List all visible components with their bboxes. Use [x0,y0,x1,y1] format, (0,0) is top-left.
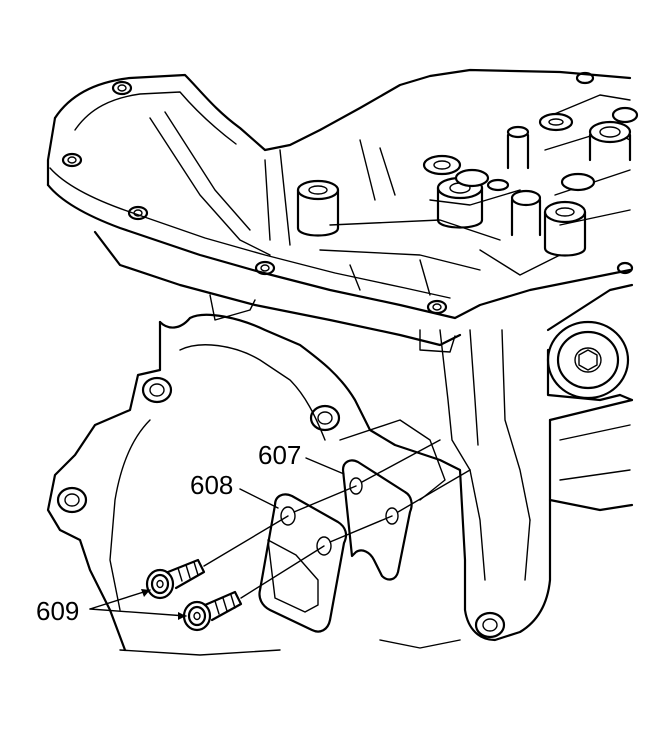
valve-body-boss [296,179,340,237]
housing-bolt-hole [56,486,88,514]
flange-bolt-hole [111,80,133,96]
flange-bolt-hole [61,152,83,168]
alignment-lines [203,439,471,599]
callout-label-607: 607 [258,440,301,470]
valve-body-boss [454,168,490,188]
valve-body-boss [510,189,542,237]
valve-body-boss [538,112,574,132]
valve-body-boss [543,200,587,257]
flange-bolt-hole [616,261,634,275]
callout-609: 609 [36,589,187,626]
callout-608: 608 [190,470,279,509]
valve-body-boss [560,172,596,192]
bolt-lower [182,590,243,632]
bolt-upper [145,558,206,600]
valve-body-boss [486,178,510,192]
housing-bolt-hole [474,611,506,639]
flange-bolt-hole [575,71,595,85]
cover-plate [258,493,348,633]
callout-607: 607 [258,440,345,475]
flange-bolt-hole [254,260,276,276]
housing-bolt-hole [309,404,341,432]
case-plug [546,320,630,402]
callout-label-608: 608 [190,470,233,500]
valve-body-boss [588,120,632,162]
valve-body-boss [422,154,462,176]
valve-body-boss [611,106,639,124]
transmission-case [46,68,639,512]
gasket [341,459,413,581]
housing-bolt-hole [141,376,173,404]
valve-body-boss [506,125,530,170]
flange-bolt-hole [426,299,448,315]
extension-housing [46,313,552,656]
callout-label-609: 609 [36,596,79,626]
flange-bolt-hole [127,205,149,221]
